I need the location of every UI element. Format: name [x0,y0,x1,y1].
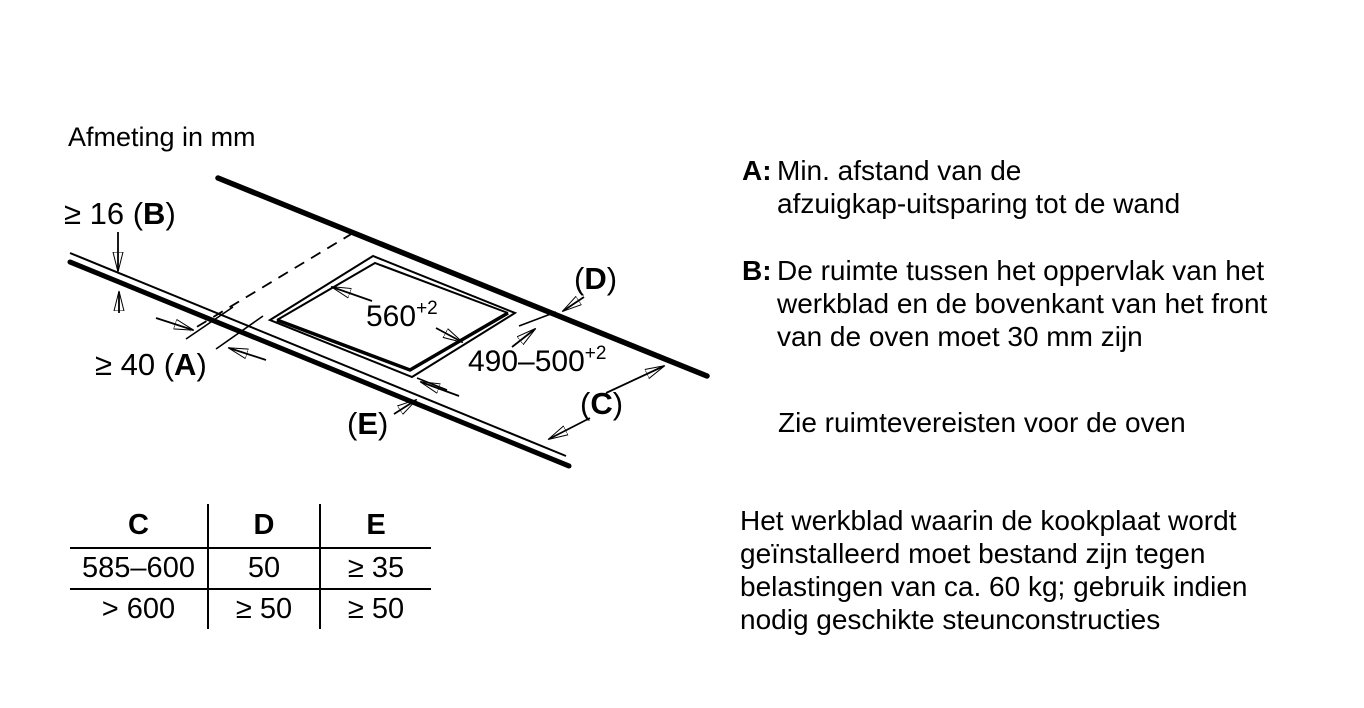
dim-depth-label: 490–500+2 [468,343,606,378]
installation-diagram: Afmeting in mm ≥ 16 (B) ≥ 40 (A) 560+2 4… [64,122,710,469]
note-load-capacity: Het werkblad waarin de kookplaat wordt g… [740,504,1247,636]
dim-b-label: ≥ 16 (B) [64,196,176,231]
dim-depth-arrow-lower [421,381,460,397]
table-header-d: D [208,504,321,549]
table-header-e: E [320,504,431,549]
dimension-table: C D E 585–600 50 ≥ 35 > 600 ≥ 50 ≥ 50 [70,504,431,629]
diagram-title: Afmeting in mm [68,122,256,152]
note-label-a: A: [742,155,772,186]
note-line: belastingen van ca. 60 kg; gebruik indie… [740,571,1248,602]
wall-projection-dashed-line [189,232,354,332]
worktop-front-edge-thick [67,259,572,469]
label-e-arrow [393,400,416,414]
cutout-inner-outline-far [276,261,509,321]
table-cell: ≥ 50 [208,589,321,629]
table-cell: ≥ 50 [347,593,405,625]
note-line: Het werkblad waarin de kookplaat wordt [740,505,1237,536]
note-line: De ruimte tussen het oppervlak van het [777,255,1265,286]
table-cell: > 600 [70,589,209,629]
dim-a-arrow-right [229,347,267,361]
note-line: Min. afstand van de [777,155,1022,186]
cutout-inner-outline-near [276,311,509,372]
note-item-a: A: Min. afstand van de afzuigkap-uitspar… [742,154,1180,220]
dim-width-arrow-lower [435,327,462,342]
label-c-arrow-lower [549,417,591,439]
note-oven-requirements: Zie ruimtevereisten voor de oven [778,407,1186,438]
dim-a-extension-tick-2 [215,315,264,350]
table-cell: 585–600 [70,548,209,590]
label-d-arrow [563,297,585,311]
dim-width-label: 560+2 [366,298,438,333]
wall-edge-line [215,175,710,379]
dim-depth-extension-tick-upper [518,311,557,327]
note-item-b: B: De ruimte tussen het oppervlak van he… [742,254,1267,353]
table-header-row: C D E [70,504,431,549]
worktop-front-edge-thin [69,252,567,457]
note-text-b: De ruimte tussen het oppervlak van het w… [777,254,1267,353]
dim-depth-extension-tick-lower [416,377,448,391]
dim-depth-arrow-upper [511,329,535,348]
label-c: (C) [580,386,623,421]
label-c-arrow-upper [605,366,664,394]
label-e: (E) [347,406,388,441]
cutout-outer-outline [267,254,518,379]
note-label-b: B: [742,255,772,286]
dim-a-arrow-left [155,317,193,331]
note-line: werkblad en de bovenkant van het front [777,288,1268,319]
table-header-c: C [70,504,209,549]
note-line: afzuigkap-uitsparing tot de wand [777,188,1181,219]
table-row: > 600 ≥ 50 ≥ 50 [70,589,431,629]
label-d: (D) [574,261,617,296]
note-line: geïnstalleerd moet bestand zijn tegen [740,538,1206,569]
note-line: van de oven moet 30 mm zijn [777,321,1143,352]
table-row: 585–600 50 ≥ 35 [70,548,431,590]
table-cell: ≥ 35 [320,548,431,590]
dim-a-label: ≥ 40 (A) [95,347,207,382]
note-text-a: Min. afstand van de afzuigkap-uitsparing… [777,154,1180,220]
note-line: nodig geschikte steunconstructies [740,604,1161,635]
table-cell: 50 [208,548,321,590]
dim-a-extension-tick-1 [185,306,234,340]
dim-width-arrow-upper [332,286,373,302]
